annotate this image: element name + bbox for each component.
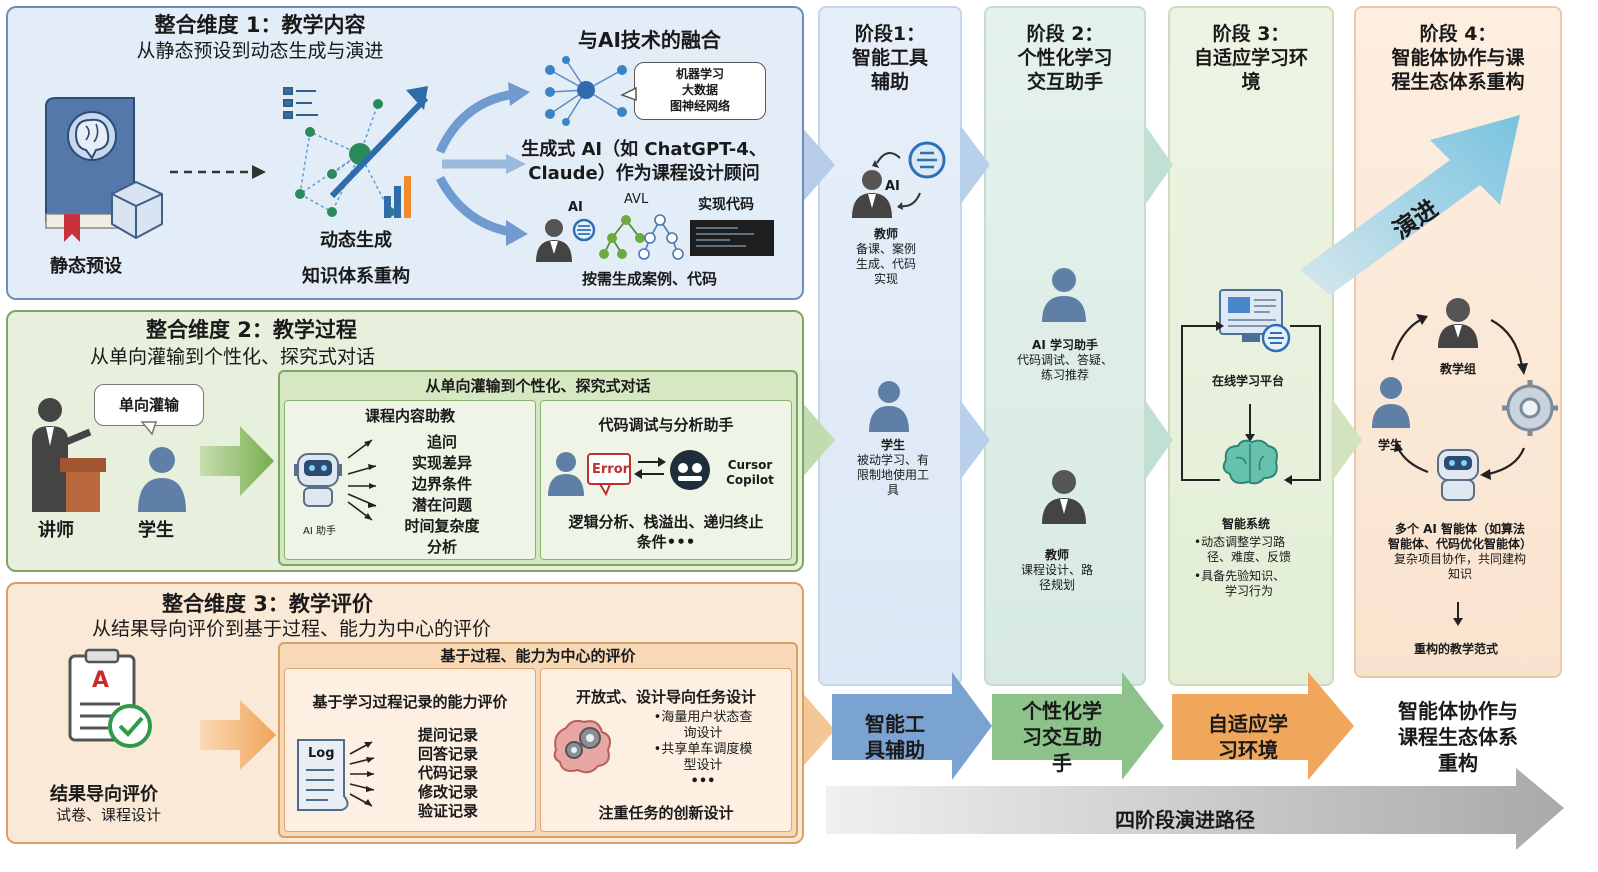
stage1-student: 学生 被动学习、有限制地使用工具 xyxy=(856,438,929,497)
log-document-icon xyxy=(297,739,375,811)
course-ta-title: 课程内容助教 xyxy=(364,407,455,425)
teacher-icon xyxy=(1042,470,1086,524)
stage2-path-label: 个性化学习交互助手 xyxy=(1022,699,1102,775)
dimension1-panel xyxy=(6,6,804,300)
dimension2-box-header: 从单向灌输到个性化、探究式对话 xyxy=(425,377,651,395)
error-tag: Error xyxy=(592,462,630,477)
neural-network-icon xyxy=(545,56,627,126)
lecturer-icon xyxy=(32,398,106,512)
fan-arrows xyxy=(435,82,530,246)
course-ta-items: 追问 实现差异 边界条件 潜在问题 时间复杂度 分析 xyxy=(404,433,480,556)
brain-gear-icon xyxy=(553,719,611,774)
grade-letter: A xyxy=(92,668,110,693)
open-task-caption: 注重任务的创新设计 xyxy=(598,804,734,822)
genai-icons xyxy=(536,214,774,262)
bubble-tail xyxy=(620,86,637,102)
genai-ai-tag: AI xyxy=(568,200,583,215)
stage1-column xyxy=(818,6,962,686)
code-debug-caption: 逻辑分析、栈溢出、递归终止条件••• xyxy=(568,513,764,551)
stage3-path-label: 自适应学习环境 xyxy=(1208,712,1288,762)
dimension1-title: 整合维度 1：教学内容 xyxy=(154,13,366,37)
avl-tag: AVL xyxy=(624,192,649,207)
dashed-arrow xyxy=(170,165,266,179)
stage1-ai-tag: AI xyxy=(885,179,900,194)
debug-flow-icons xyxy=(548,450,710,497)
open-task-title: 开放式、设计导向任务设计 xyxy=(575,688,756,706)
online-platform-label: 在线学习平台 xyxy=(1211,374,1284,388)
student-icon xyxy=(869,381,909,432)
dimension1-subtitle: 从静态预设到动态生成与演进 xyxy=(136,40,384,62)
stage1-teacher: 教师 备课、案例生成、代码实现 xyxy=(855,227,916,286)
dimension3-subtitle: 从结果导向评价到基于过程、能力为中心的评价 xyxy=(92,618,492,640)
stage2-ai-assistant: AI 学习助手 代码调试、答疑、练习推荐 xyxy=(1016,338,1113,382)
static-book-icon xyxy=(45,97,163,242)
generate-caption: 按需生成案例、代码 xyxy=(582,270,718,288)
path-title: 四阶段演进路径 xyxy=(1115,808,1255,832)
stage1-path-label: 智能工具辅助 xyxy=(865,712,925,762)
paradigm-label: 重构的教学范式 xyxy=(1413,642,1498,656)
genai-description: 生成式 AI（如 ChatGPT-4、 Claude）作为课程设计顾问 xyxy=(521,139,767,184)
stage4-student-label: 学生 xyxy=(1378,438,1403,452)
student-icon xyxy=(138,447,186,512)
log-tag: Log xyxy=(308,746,335,761)
down-arrow xyxy=(1453,602,1463,626)
one-way-speech-bubble: 单向灌输 xyxy=(94,384,204,426)
stage2-column xyxy=(984,6,1146,686)
orange-right-arrow xyxy=(200,700,276,770)
process-record-title: 基于学习过程记录的能力评价 xyxy=(312,693,508,711)
result-oriented-label: 结果导向评价 xyxy=(50,784,158,805)
stage3-system: 智能系统 •动态调整学习路 径、难度、反馈 •具备先验知识、 学习行为 xyxy=(1194,517,1291,598)
ai-assistant-label: AI 助手 xyxy=(303,526,336,537)
tech-bubble: 机器学习大数据图神经网络 xyxy=(634,62,766,120)
multi-agent-desc: 多个 AI 智能体（如算法 智能体、代码优化智能体） 复杂项目协作，共同建构 知… xyxy=(1387,522,1532,581)
evolve-arrow xyxy=(1300,115,1520,295)
implement-code-tag: 实现代码 xyxy=(698,197,754,213)
dimension2-title: 整合维度 2：教学过程 xyxy=(146,318,357,342)
result-oriented-sub: 试卷、课程设计 xyxy=(56,806,162,824)
evolution-path-graphic xyxy=(826,672,1564,850)
stage4-path-label: 智能体协作与课程生态体系重构 xyxy=(1398,699,1518,775)
student-label: 学生 xyxy=(138,520,174,541)
ai-robot-icon xyxy=(294,439,377,521)
static-preset-label: 静态预设 xyxy=(50,256,122,277)
dimension2-subtitle: 从单向灌输到个性化、探究式对话 xyxy=(90,346,376,368)
stage3-column xyxy=(1168,6,1334,686)
teacher-ai-icon xyxy=(852,141,946,218)
code-debug-title: 代码调试与分析助手 xyxy=(598,416,734,434)
dynamic-generation-label: 动态生成 知识体系重构 xyxy=(302,230,410,287)
teaching-group-label: 教学组 xyxy=(1440,362,1477,376)
green-right-arrow xyxy=(200,426,274,496)
stage2-teacher: 教师 课程设计、路径规划 xyxy=(1020,548,1093,592)
open-task-list: •海量用户状态查 询设计 •共享单车调度模 型设计 ••• xyxy=(653,710,753,789)
code-debug-box xyxy=(540,400,792,560)
dynamic-knowledge-network-icon xyxy=(283,86,429,218)
dimension3-title: 整合维度 3：教学评价 xyxy=(162,592,373,616)
lecturer-label: 讲师 xyxy=(38,520,74,541)
dimension3-box-header: 基于过程、能力为中心的评价 xyxy=(440,647,636,665)
speech-bubble-tail xyxy=(140,421,158,436)
fusion-title: 与AI技术的融合 xyxy=(578,28,721,52)
agent-collaboration-cycle xyxy=(1372,298,1558,501)
adaptive-loop-diagram xyxy=(1181,289,1321,485)
ai-assistant-person-icon xyxy=(1042,268,1086,322)
process-records-list: 提问记录 回答记录 代码记录 修改记录 验证记录 xyxy=(418,726,479,820)
graded-clipboard-icon xyxy=(68,648,152,748)
